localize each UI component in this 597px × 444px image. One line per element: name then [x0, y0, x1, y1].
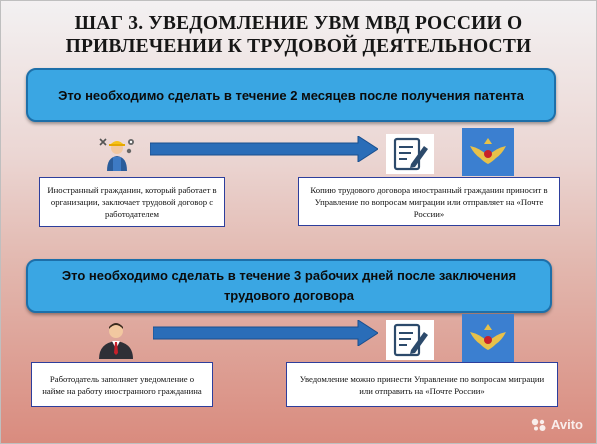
manager-icon: [99, 323, 133, 359]
document-pen-icon: [386, 320, 434, 360]
document-pen-icon: [386, 134, 434, 174]
flow-arrow: [150, 136, 378, 162]
page-title: ШАГ 3. УВЕДОМЛЕНИЕ УВМ МВД РОССИИ О ПРИВ…: [65, 13, 532, 57]
worker-tools-icon: [99, 138, 134, 171]
foreigner-contract-box: Иностранный гражданин, который работает …: [39, 177, 225, 227]
mvd-emblem-icon: [462, 128, 514, 176]
watermark-text: Avito: [550, 417, 583, 432]
contract-copy-box: Копию трудового договора иностранный гра…: [298, 177, 560, 226]
flow-arrow: [153, 320, 378, 346]
avito-logo-icon: [531, 418, 546, 431]
mvd-emblem-icon: [462, 314, 514, 362]
deadline-banner-contract: Это необходимо сделать в течение 3 рабоч…: [26, 259, 552, 313]
notification-delivery-box: Уведомление можно принести Управление по…: [286, 362, 558, 407]
deadline-banner-patent: Это необходимо сделать в течение 2 месяц…: [26, 68, 556, 122]
avito-watermark: Avito: [531, 417, 583, 432]
employer-notification-box: Работодатель заполняет уведомление о най…: [31, 362, 213, 407]
